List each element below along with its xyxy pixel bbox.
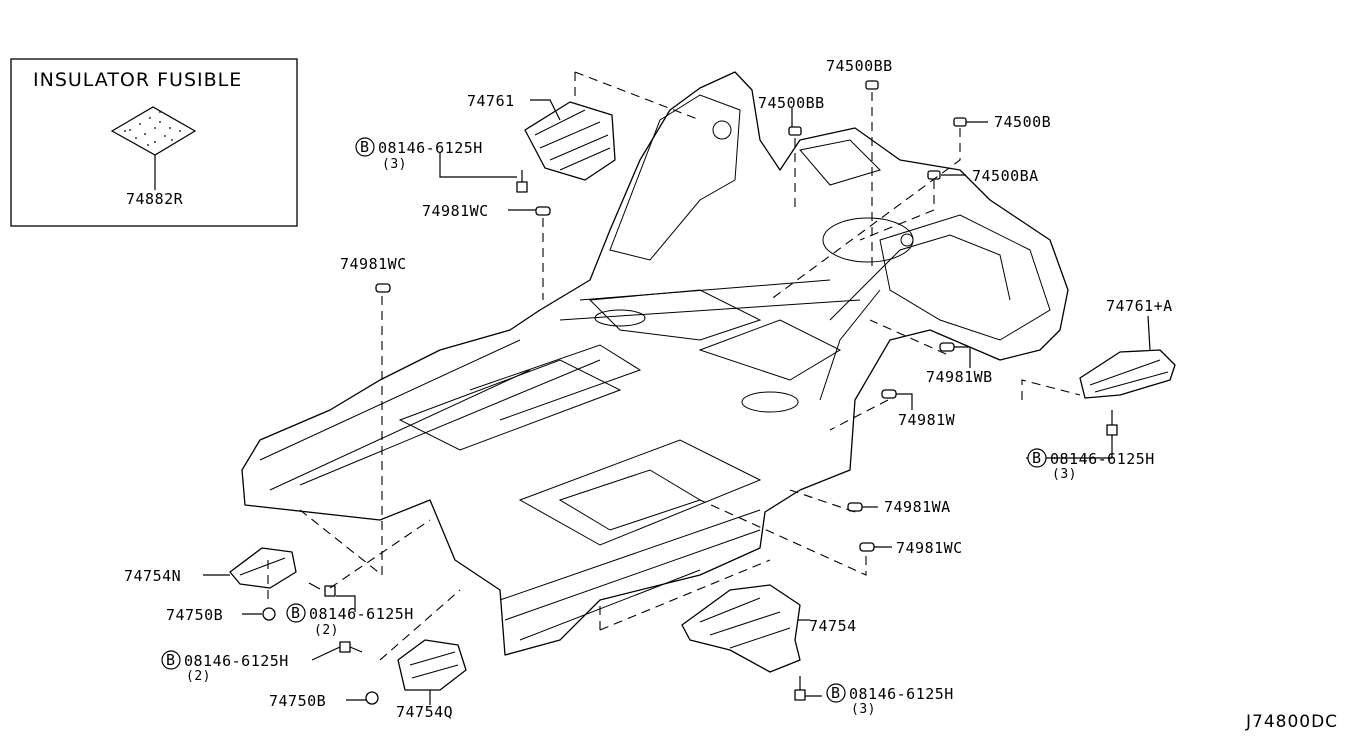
label-74761: 74761 [467,92,515,110]
bolt-symbol-3: B [291,604,301,622]
insulator-74754N[interactable] [229,547,297,589]
heat-insulator-74761A[interactable] [1079,349,1176,399]
bolt-symbols [161,137,1047,703]
part-labels: 74761 74500BB 74500BB 74500B 74500BA 749… [124,57,1173,721]
bolt-qty-2: (3) [1052,467,1077,482]
bolt-part-5: 08146-6125H [849,685,954,703]
label-74981WA: 74981WA [884,498,951,516]
bolt-part-4: 08146-6125H [184,652,289,670]
bolt-qty-5: (3) [851,702,876,717]
inset-part-number: 74882R [126,190,184,208]
label-74750B-b: 74750B [269,692,326,710]
label-74761A: 74761+A [1106,297,1173,315]
solid-leaders [203,99,1151,705]
inset-title: INSULATOR FUSIBLE [33,69,242,91]
label-74500BB-top: 74500BB [826,57,893,75]
inset-box: INSULATOR FUSIBLE 74882R [10,58,298,227]
bolt-symbol-2: B [1032,449,1042,467]
label-74981WC-a: 74981WC [422,202,489,220]
label-74750B-a: 74750B [166,606,223,624]
label-74754N: 74754N [124,567,181,585]
bolt-qty-1: (3) [382,157,407,172]
bolt-symbol-4: B [166,651,176,669]
bolt-symbol-5: B [831,684,841,702]
insulator-74754Q[interactable] [397,639,467,691]
label-74981WC-c: 74981WC [896,539,963,557]
label-74754Q: 74754Q [396,703,453,721]
label-74500BA: 74500BA [972,167,1039,185]
label-74500B: 74500B [994,113,1051,131]
label-74981WB: 74981WB [926,368,993,386]
bolt-part-2: 08146-6125H [1050,450,1155,468]
heat-insulator-74761[interactable] [524,101,616,181]
bolt-part-3: 08146-6125H [309,605,414,623]
plug-icons [262,80,967,705]
bolt-part-1: 08146-6125H [378,139,483,157]
dashed-leaders [267,71,1081,661]
label-74500BB-mid: 74500BB [758,94,825,112]
floor-panel [241,71,1069,656]
label-74754: 74754 [809,617,857,635]
bolt-qty-4: (2) [186,669,211,684]
bolt-symbol-1: B [360,138,370,156]
diagram-code: J74800DC [1245,712,1338,732]
bolt-qty-3: (2) [314,623,339,638]
insulator-74754[interactable] [681,584,801,673]
label-74981W: 74981W [898,411,956,429]
fusible-insulator-icon [110,106,197,156]
label-74981WC-b: 74981WC [340,255,407,273]
bolt-labels: B 08146-6125H (3) B 08146-6125H (3) B 08… [166,138,1155,717]
